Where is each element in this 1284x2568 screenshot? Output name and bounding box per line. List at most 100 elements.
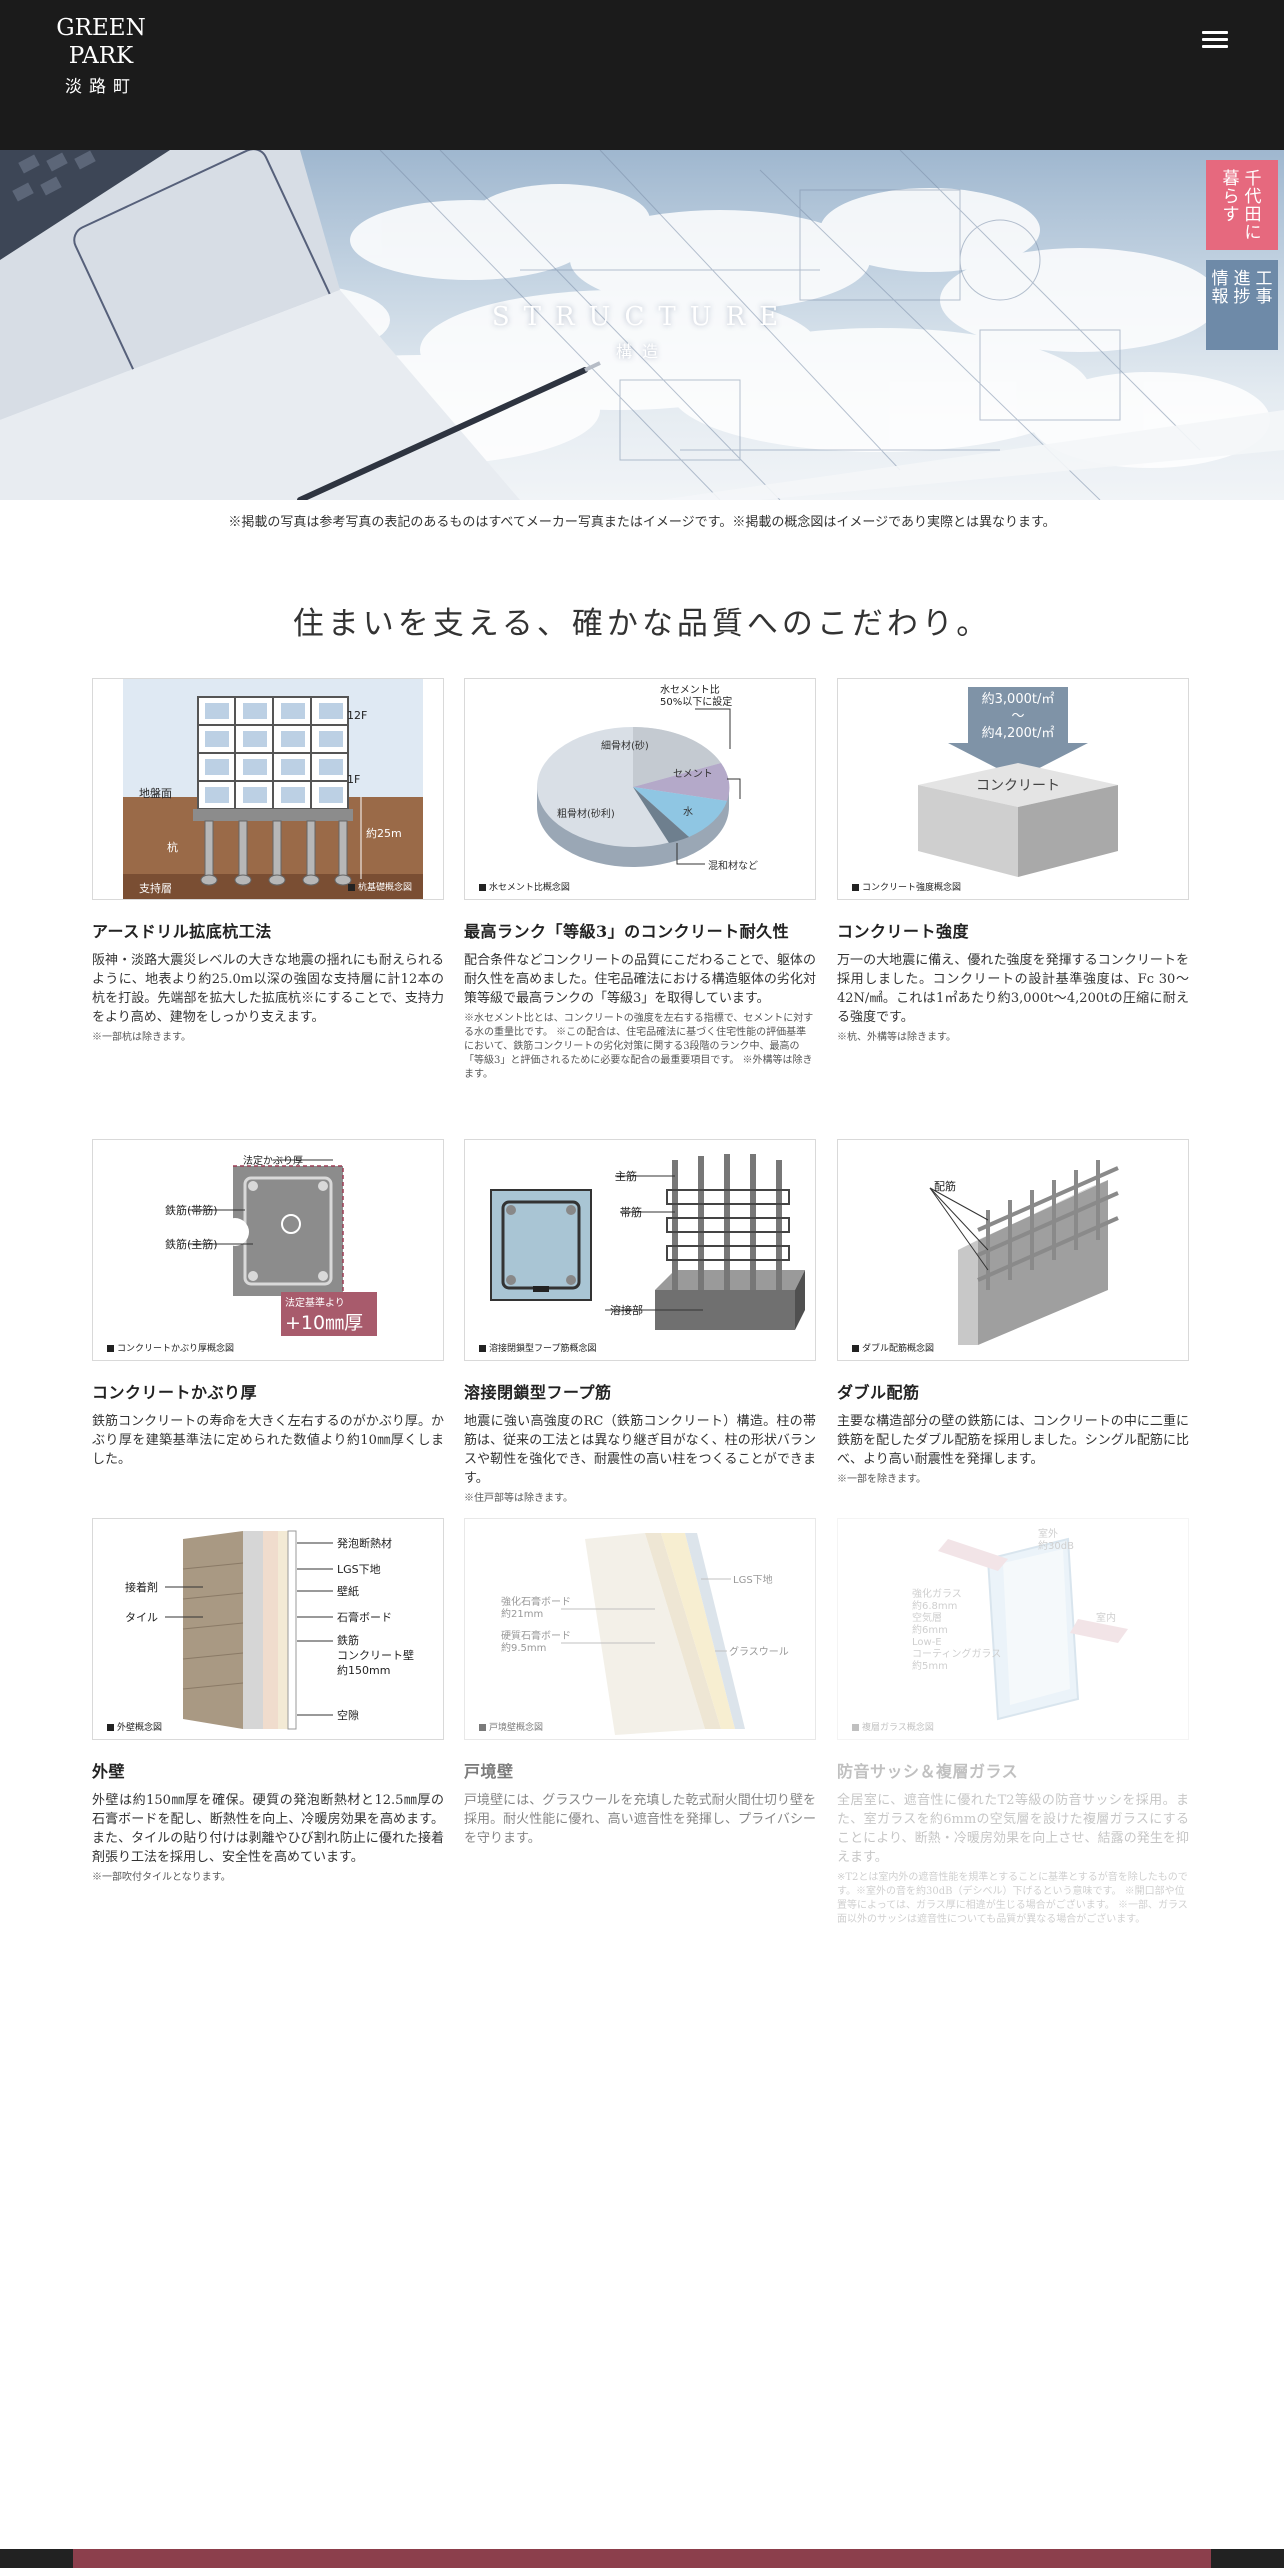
label-board1-line2: 約21mm xyxy=(501,1609,544,1620)
card-footnote: ※一部吹付タイルとなります。 xyxy=(92,1872,231,1883)
label-bearing-layer: 支持層 xyxy=(139,882,172,895)
label-strength-max: 約4,200t/㎡ xyxy=(981,726,1055,741)
label-lowe-line1: Low-E xyxy=(912,1637,942,1648)
diagram-caption: 溶接閉鎖型フープ筋概念図 xyxy=(479,1341,596,1354)
side-tab-char: 暮 xyxy=(1222,169,1240,189)
diagram-caption: 戸境壁概念図 xyxy=(479,1720,543,1733)
concrete-strength-diagram: 約3,000t/㎡〜約4,200t/㎡ コンクリート コンクリート強度概念図 xyxy=(837,678,1189,900)
site-logo[interactable]: GREEN PARK 淡路町 xyxy=(31,14,171,97)
label-hard-board: 硬質石膏ボード約9.5mm xyxy=(501,1631,571,1655)
diagram-caption: コンクリート強度概念図 xyxy=(852,880,961,893)
side-tab-line: 千代田に xyxy=(1244,170,1262,250)
side-tab-char: す xyxy=(1222,205,1240,225)
label-gypsum-board: 石膏ボード xyxy=(337,1611,392,1624)
side-tab-char: 田 xyxy=(1244,205,1262,225)
label-lowe-line3: 約5mm xyxy=(912,1661,948,1672)
label-wc-ratio-line1: 水セメント比 xyxy=(660,685,720,696)
label-rc-line3: 約150mm xyxy=(337,1664,391,1677)
card-title: コンクリート強度 xyxy=(837,922,970,941)
site-header: GREEN PARK 淡路町 xyxy=(0,0,1284,150)
card-footnote: ※水セメント比とは、コンクリートの強度を左右する指標で、セメントに対する水の重量… xyxy=(464,1013,814,1080)
card-description: 万一の大地震に備え、優れた強度を発揮するコンクリートを採用しました。コンクリート… xyxy=(837,953,1189,1025)
label-rc-line1: 鉄筋 xyxy=(337,1634,359,1647)
diagram-caption: 複層ガラス概念図 xyxy=(852,1720,934,1733)
logo-main-text: GREEN PARK xyxy=(56,15,146,69)
label-cement: セメント xyxy=(673,769,713,780)
label-lgs: LGS下地 xyxy=(337,1563,381,1576)
label-main-rebar: 主筋 xyxy=(615,1170,637,1183)
label-lowe-line2: コーティングガラス xyxy=(912,1649,1002,1660)
feature-card-earth-drill-pile: 12F 1F 地盤面 杭 約25m 支持層 杭基礎概念図 アースドリル拡底杭工法… xyxy=(92,678,444,1045)
label-strength-range: 約3,000t/㎡〜約4,200t/㎡ xyxy=(973,691,1063,742)
label-badge-line2: +10㎜厚 xyxy=(285,1312,364,1334)
card-description: 阪神・淡路大震災レベルの大きな地震の揺れにも耐えられるように、地表より約25.0… xyxy=(92,953,444,1025)
label-board2-line2: 約9.5mm xyxy=(501,1643,547,1654)
hamburger-menu-icon[interactable] xyxy=(1200,26,1230,52)
card-description: 全居室に、遮音性に優れたT2等級の防音サッシを採用。また、室ガラスを約6mmの空… xyxy=(837,1793,1189,1865)
label-legal-cover: 法定かぶり厚 xyxy=(243,1156,303,1167)
label-hoop: 帯筋 xyxy=(620,1206,642,1219)
card-title: 防音サッシ＆複層ガラス xyxy=(837,1762,1019,1781)
card-description: 戸境壁には、グラスウールを充填した乾式耐火間仕切り壁を採用。耐火性能に優れ、高い… xyxy=(464,1793,816,1846)
label-wc-ratio-line2: 50%以下に設定 xyxy=(660,697,733,708)
side-tab-line: 暮らす xyxy=(1222,170,1240,250)
pile-foundation-diagram: 12F 1F 地盤面 杭 約25m 支持層 杭基礎概念図 xyxy=(92,678,444,900)
label-outdoor-line1: 室外 xyxy=(1038,1529,1058,1540)
diagram-caption: ダブル配筋概念図 xyxy=(852,1341,934,1354)
label-concrete: コンクリート xyxy=(976,778,1060,794)
label-rc-line2: コンクリート壁 xyxy=(337,1649,414,1662)
card-description: 主要な構造部分の壁の鉄筋には、コンクリートの中に二重に鉄筋を配したダブル配筋を採… xyxy=(837,1414,1189,1467)
card-description: 配合条件などコンクリートの品質にこだわることで、躯体の耐久性を高めました。住宅品… xyxy=(464,953,816,1006)
card-footnote: ※杭、外構等は除きます。 xyxy=(837,1032,956,1043)
diagram-caption: コンクリートかぶり厚概念図 xyxy=(107,1341,234,1354)
feature-card-exterior-wall: 発泡断熱材 LGS下地 壁紙 石膏ボード 鉄筋コンクリート壁約150mm 空隙 … xyxy=(92,1518,444,1885)
label-main-rebar: 鉄筋(主筋) xyxy=(165,1238,218,1251)
label-glass-wool: グラスウール xyxy=(729,1647,789,1658)
label-tile: タイル xyxy=(125,1611,158,1624)
hero-title: STRUCTURE xyxy=(491,302,793,332)
footer-accent-bar xyxy=(73,2549,1211,2568)
double-rebar-diagram: 配筋 ダブル配筋概念図 xyxy=(837,1139,1189,1361)
label-rc-wall: 鉄筋コンクリート壁約150mm xyxy=(337,1633,414,1678)
card-title: 外壁 xyxy=(92,1762,126,1781)
hero-subtitle: 構造 xyxy=(615,342,668,361)
label-glass-line1: 強化ガラス xyxy=(912,1589,962,1600)
partition-wall-diagram: LGS下地 強化石膏ボード約21mm 硬質石膏ボード約9.5mm グラスウール … xyxy=(464,1518,816,1740)
card-title: コンクリートかぶり厚 xyxy=(92,1383,258,1402)
side-tab-life-in-chiyoda[interactable]: 千代田に 暮らす xyxy=(1206,160,1278,250)
label-board2-line1: 硬質石膏ボード xyxy=(501,1631,571,1642)
card-description: 鉄筋コンクリートの寿命を大きく左右するのがかぶり厚。かぶり厚を建築基準法に定めら… xyxy=(92,1414,444,1467)
side-tab-char: 報 xyxy=(1211,287,1229,307)
concrete-cover-diagram: 法定かぶり厚 鉄筋(帯筋) 鉄筋(主筋) 法定基準より +10㎜厚 コンクリート… xyxy=(92,1139,444,1361)
label-admixture: 混和材など xyxy=(708,861,758,872)
label-air-line2: 約6mm xyxy=(912,1625,948,1636)
label-lgs: LGS下地 xyxy=(733,1575,773,1586)
label-indoor: 室内 xyxy=(1096,1613,1116,1624)
side-tab-char: 代 xyxy=(1244,187,1262,207)
label-outdoor-line2: 約30dB xyxy=(1038,1541,1074,1552)
card-title: 戸境壁 xyxy=(464,1762,514,1781)
card-title: アースドリル拡底杭工法 xyxy=(92,922,272,941)
hero-banner: STRUCTURE 構造 xyxy=(0,150,1284,500)
card-footnote: ※T2とは室内外の遮音性能を規準とすることに基準とするが音を除したものです。※室… xyxy=(837,1872,1188,1925)
side-tab-line: 工事 xyxy=(1255,270,1273,350)
card-description: 地震に強い高強度のRC（鉄筋コンクリート）構造。柱の帯筋は、従来の工法とは異なり… xyxy=(464,1414,816,1486)
label-strength-tilde: 〜 xyxy=(1011,709,1025,724)
label-air-line1: 空気層 xyxy=(912,1613,942,1624)
feature-card-double-rebar: 配筋 ダブル配筋概念図 ダブル配筋 主要な構造部分の壁の鉄筋には、コンクリートの… xyxy=(837,1139,1189,1487)
card-footnote: ※一部杭は除きます。 xyxy=(92,1032,191,1043)
side-tab-char: 千 xyxy=(1244,169,1262,189)
card-title: 溶接閉鎖型フープ筋 xyxy=(464,1383,612,1402)
card-title: 最高ランク「等級3」のコンクリート耐久性 xyxy=(464,922,790,941)
label-pile: 杭 xyxy=(167,841,178,854)
side-tab-char: 事 xyxy=(1255,287,1273,307)
side-tab-construction-progress[interactable]: 工事 進捗 情報 xyxy=(1206,260,1278,350)
label-12f: 12F xyxy=(347,709,368,722)
side-tab-char: 進 xyxy=(1233,269,1251,289)
feature-card-concrete-cover: 法定かぶり厚 鉄筋(帯筋) 鉄筋(主筋) 法定基準より +10㎜厚 コンクリート… xyxy=(92,1139,444,1473)
section-heading: 住まいを支える、確かな品質へのこだわり。 xyxy=(292,606,992,642)
